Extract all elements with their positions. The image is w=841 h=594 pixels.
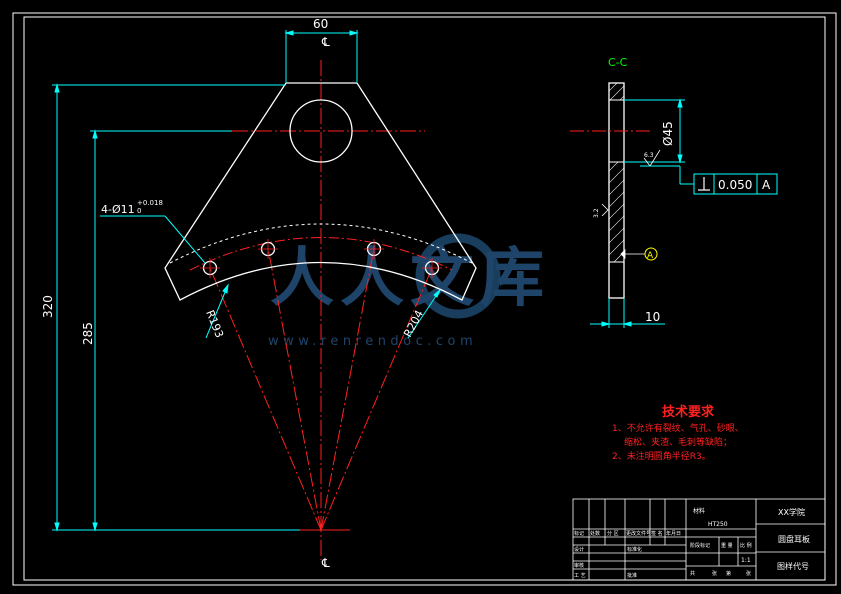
datum-marker: [620, 249, 645, 259]
tech-line-1: 1、不允许有裂纹、气孔、砂眼、: [612, 422, 744, 434]
watermark-ring: [415, 233, 501, 319]
tb-label-zone: 分 区: [607, 530, 619, 537]
bolt-circle-arc: [189, 237, 453, 271]
dim-top-width: [284, 30, 359, 83]
dim-thick10: [590, 298, 665, 328]
outer-frame: [12, 12, 837, 586]
tb-sheet-total: 共: [690, 570, 695, 577]
dim-320: [52, 83, 300, 532]
section-view: C-C: [570, 56, 778, 328]
tb-label-design: 设计: [574, 546, 584, 553]
tb-label-approve: 批准: [627, 572, 637, 579]
dim-dia45: [624, 98, 685, 164]
tb-material: 材料: [693, 507, 705, 515]
datum-circle: [644, 247, 658, 261]
r193-text: R193: [203, 308, 226, 339]
tb-stage: 阶段标记: [690, 542, 710, 549]
inner-arc: [169, 223, 473, 264]
tb-sheet-unit: 张: [712, 570, 717, 577]
hole-crosshairs: [200, 239, 442, 278]
dim-285-text: 285: [81, 322, 95, 345]
part-outline: [164, 82, 477, 301]
watermark: 人人文库 www.renrendoc.com: [268, 233, 550, 349]
tb-label-mark: 标记: [574, 530, 584, 537]
tb-weight: 重 量: [721, 542, 733, 549]
tb-label-standard: 标准化: [627, 546, 642, 553]
datum-letter: A: [647, 251, 654, 261]
tb-label-date: 年月日: [666, 530, 681, 537]
tb-sheet-no: 第: [726, 570, 731, 577]
tb-material-value: HT250: [708, 521, 728, 528]
gdt-datum: A: [762, 178, 771, 192]
title-block: [572, 498, 826, 581]
centerline-symbol-top: ℄: [321, 35, 330, 49]
tb-drawing-no: 图样代号: [777, 561, 809, 571]
r204-leader: [407, 289, 441, 339]
section-label: C-C: [608, 56, 628, 69]
gdt-value: 0.050: [718, 178, 752, 192]
dim-thick10-text: 10: [645, 310, 660, 324]
gdt-frame: [693, 173, 778, 195]
gdt-leader: [640, 165, 694, 185]
tb-label-process: 工 艺: [574, 573, 586, 579]
centerline-symbol-bottom: ℄: [321, 556, 330, 570]
holes-leader: [100, 215, 206, 264]
section-plate: [608, 82, 625, 299]
tb-scale: 比 例: [740, 542, 752, 549]
section-hatch: [609, 83, 624, 262]
fan-lines: [209, 247, 433, 531]
holes-tol-upper: +0.018: [137, 199, 163, 207]
title-block-text: 材料 HT250 XX学院 圆盘耳板 图样代号 标记 处数 分 区 更改文件号 …: [574, 507, 810, 579]
roughness-2: [601, 203, 609, 217]
tech-line-3: 2、未注明圆角半径R3。: [612, 450, 711, 462]
watermark-url: www.renrendoc.com: [268, 334, 477, 349]
holes-tol-lower: 0: [137, 207, 141, 215]
r193-leader: [205, 283, 229, 339]
tb-label-review: 审核: [574, 562, 584, 569]
dim-dia45-text: Ø45: [661, 121, 675, 146]
tb-scale-value: 1:1: [741, 557, 751, 564]
tb-label-count: 处数: [590, 530, 600, 537]
tb-sheet-unit2: 张: [746, 570, 751, 577]
dim-320-text: 320: [41, 295, 55, 318]
roughness-2-text: 3.2: [593, 208, 600, 218]
perpendicularity-icon: [698, 177, 710, 191]
inner-frame: [23, 16, 826, 581]
roughness-1-text: 6.3: [644, 152, 654, 159]
tb-school: XX学院: [778, 507, 805, 517]
watermark-logo: 人人文库: [270, 242, 550, 316]
tb-label-change: 更改文件号: [626, 530, 651, 537]
tech-requirements: 技术要求 1、不允许有裂纹、气孔、砂眼、 缩松、夹渣、毛刺等缺陷； 2、未注明圆…: [612, 404, 744, 462]
tb-part-name: 圆盘耳板: [778, 534, 810, 544]
dim-top-width-text: 60: [313, 17, 328, 31]
tech-line-2: 缩松、夹渣、毛刺等缺陷；: [624, 436, 732, 448]
tech-title: 技术要求: [662, 404, 715, 420]
tb-label-sign: 签 名: [651, 530, 663, 537]
dim-285: [90, 129, 232, 532]
center-hole: [289, 99, 353, 163]
holes-callout: 4-Ø11: [101, 203, 135, 216]
